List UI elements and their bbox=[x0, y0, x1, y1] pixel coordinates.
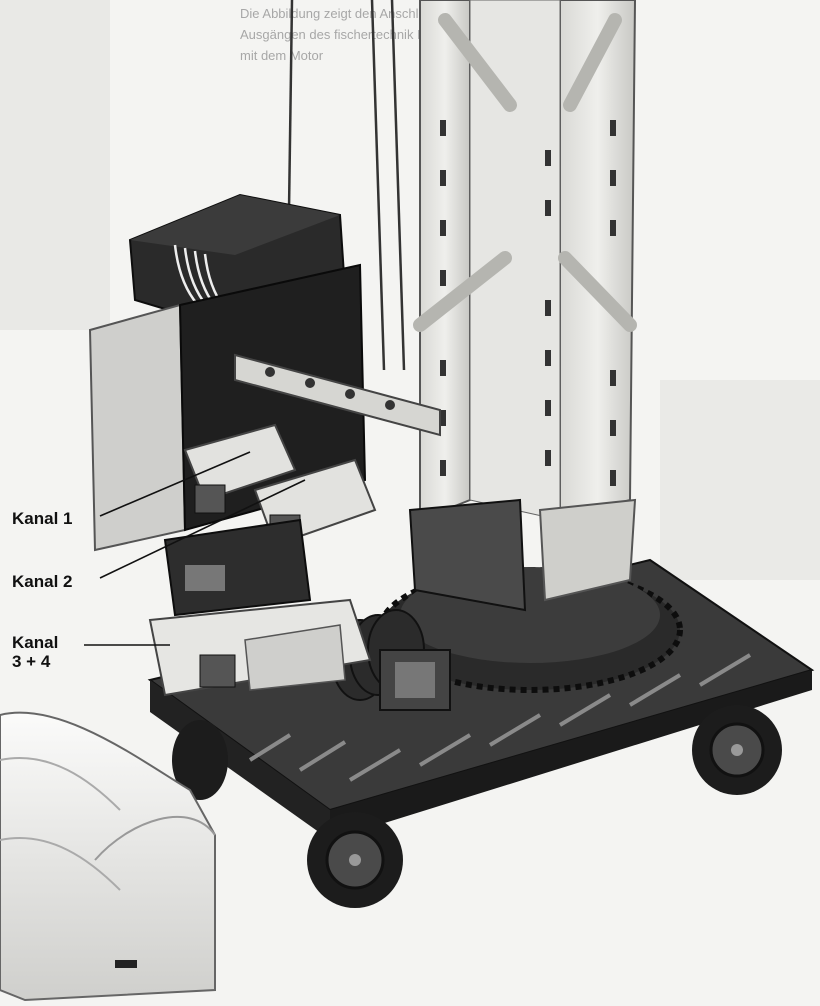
wheel-right bbox=[692, 705, 782, 795]
motor-kanal-1 bbox=[183, 423, 297, 514]
battery-pack bbox=[0, 711, 216, 1002]
hanging-cables bbox=[287, 0, 406, 371]
crane-tower bbox=[408, 0, 637, 612]
callout-kanal-1: Kanal 1 bbox=[12, 509, 73, 528]
background-shadow bbox=[0, 0, 110, 330]
motor-kanal-3-4 bbox=[148, 598, 372, 697]
strut bbox=[234, 353, 441, 437]
turntable-gear bbox=[377, 567, 683, 693]
callout-kanal-3-4-line-1: Kanal bbox=[12, 633, 59, 652]
motor-kanal-2 bbox=[163, 458, 377, 617]
wheel-front bbox=[307, 812, 403, 908]
gear-block bbox=[379, 649, 451, 711]
callout-leaders bbox=[84, 451, 306, 646]
bleed-through-line-3: mit dem Motor bbox=[240, 48, 324, 63]
wheel-rear bbox=[172, 720, 228, 800]
callout-kanal-3-4-line-2: 3 + 4 bbox=[12, 652, 51, 671]
callout-kanal-2: Kanal 2 bbox=[12, 572, 73, 591]
background-shadow bbox=[660, 380, 820, 580]
